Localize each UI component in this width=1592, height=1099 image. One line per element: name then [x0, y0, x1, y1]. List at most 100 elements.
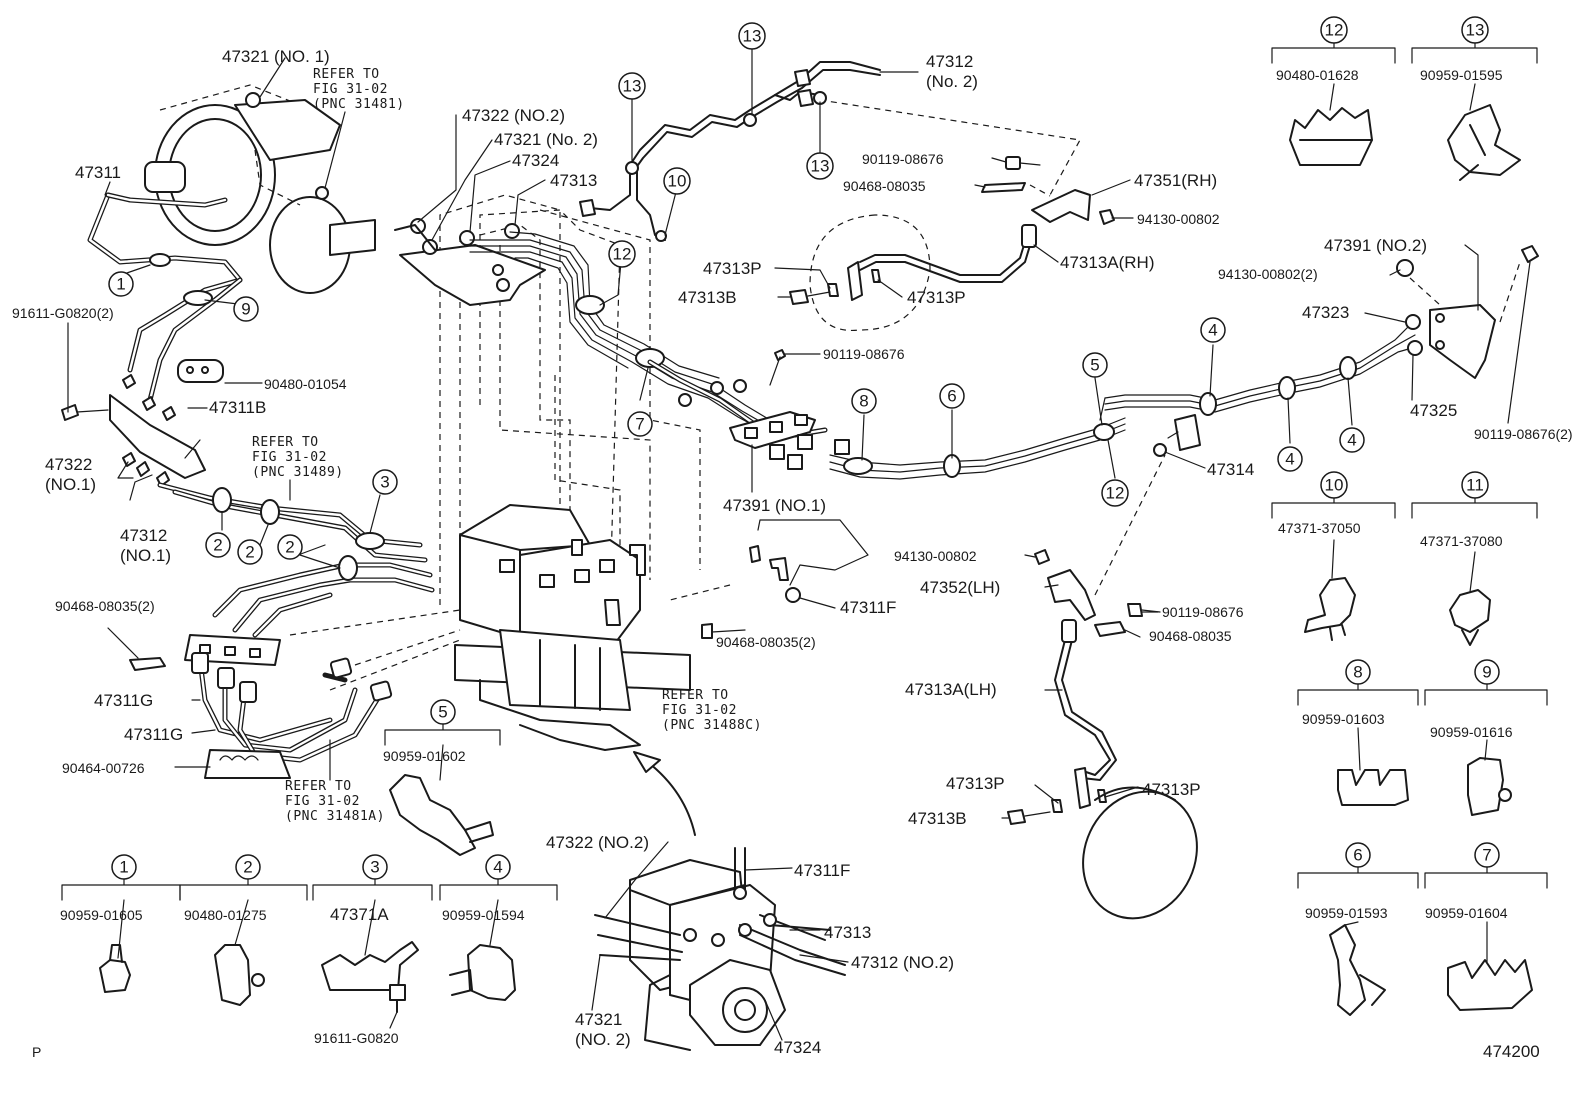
label-l47313b_a: 47313B — [678, 288, 737, 307]
hose-47311g — [191, 652, 393, 781]
label-lref2-2: (PNC 31489) — [252, 465, 344, 480]
label-l90468_08035_2: 90468-08035(2) — [55, 598, 155, 614]
label-l94130_00802_a: 94130-00802 — [1137, 211, 1220, 227]
label-lref1-0: REFER TO — [313, 67, 380, 82]
bracket-47391-no1 — [701, 349, 869, 639]
page-mark: P — [32, 1044, 41, 1060]
bracket-47351-rh — [981, 156, 1115, 225]
callout-c13b: 13 — [738, 22, 766, 50]
lh-hose-47313a — [1007, 619, 1198, 920]
svg-text:8: 8 — [1353, 663, 1362, 682]
svg-text:7: 7 — [635, 415, 644, 434]
svg-text:5: 5 — [1090, 356, 1099, 375]
label-l47311g_a: 47311G — [94, 691, 153, 710]
label-lref4-1: FIG 31-02 — [662, 703, 737, 718]
svg-text:11: 11 — [1466, 476, 1484, 495]
label-lref3-2: (PNC 31481A) — [285, 809, 385, 824]
label-l90119_08676_a: 90119-08676 — [862, 151, 944, 167]
legend-extra-part-number: 91611-G0820 — [314, 1030, 399, 1046]
svg-text:4: 4 — [1347, 431, 1356, 450]
legend-part-number: 90959-01602 — [383, 748, 466, 764]
figure-number: 474200 — [1483, 1042, 1540, 1061]
abs-actuator-lower-view — [594, 847, 846, 1051]
label-l47324: 47324 — [512, 151, 559, 170]
label-l47312n2_b: 47312 (NO.2) — [851, 953, 954, 972]
legend-part-number: 90959-01595 — [1420, 67, 1503, 83]
svg-text:1: 1 — [119, 858, 128, 877]
svg-text:12: 12 — [613, 245, 632, 264]
bracket-upper — [394, 218, 546, 306]
label-l90468_08035_c: 90468-08035 — [1149, 628, 1232, 644]
callout-c1: 1 — [108, 271, 134, 297]
callout-c8: 8 — [851, 388, 877, 414]
svg-text:10: 10 — [1325, 476, 1344, 495]
callout-c4a: 4 — [1200, 317, 1226, 343]
label-l47391n1: 47391 (NO.1) — [723, 496, 826, 515]
label-l47313: 47313 — [550, 171, 597, 190]
legend-part-number: 90959-01616 — [1430, 724, 1513, 740]
brake-booster-drawing — [144, 84, 376, 294]
svg-text:6: 6 — [947, 387, 956, 406]
label-lref1-1: FIG 31-02 — [313, 82, 388, 97]
label-l47313b_b: 47313B — [908, 809, 967, 828]
label-l90468_08035_2b: 90468-08035(2) — [716, 634, 816, 650]
svg-text:10: 10 — [668, 172, 687, 191]
callout-c13a: 13 — [618, 72, 646, 100]
label-lref3-0: REFER TO — [285, 779, 352, 794]
callout-c7: 7 — [627, 411, 653, 437]
legend-part-number: 90959-01594 — [442, 907, 525, 923]
label-l90119_08676_b: 90119-08676 — [823, 346, 905, 362]
label-l47311: 47311 — [75, 163, 121, 182]
callout-c6: 6 — [939, 383, 965, 409]
label-lref2-1: FIG 31-02 — [252, 450, 327, 465]
callout-c12b: 12 — [1101, 479, 1129, 507]
label-l90119_08676_2: 90119-08676(2) — [1474, 426, 1573, 442]
svg-text:4: 4 — [1285, 450, 1294, 469]
bracket-47391-no2 — [1396, 245, 1539, 379]
label-l47313alh: 47313A(LH) — [905, 680, 997, 699]
svg-text:12: 12 — [1106, 484, 1125, 503]
svg-text:13: 13 — [743, 27, 762, 46]
label-lref4-0: REFER TO — [662, 688, 729, 703]
label-l94130_00802_2: 94130-00802(2) — [1218, 266, 1318, 282]
legend-part-number: 47371-37050 — [1278, 520, 1361, 536]
label-l47323: 47323 — [1302, 303, 1349, 322]
label-l47313p_a: 47313P — [703, 259, 762, 278]
svg-text:6: 6 — [1353, 846, 1362, 865]
label-l47313_b: 47313 — [824, 923, 871, 942]
brake-line-47311 — [87, 192, 243, 403]
legend-part-number: 47371-37080 — [1420, 533, 1503, 549]
svg-text:9: 9 — [1482, 663, 1491, 682]
view-arrow — [633, 751, 696, 836]
label-l47322n2_b: 47322 (NO.2) — [546, 833, 649, 852]
callout-c2c: 2 — [277, 534, 303, 560]
label-lref1-2: (PNC 31481) — [313, 97, 405, 112]
label-l47313p_d: 47313P — [1142, 780, 1201, 799]
label-lref2-0: REFER TO — [252, 435, 319, 450]
callout-c2a: 2 — [205, 532, 231, 558]
svg-text:13: 13 — [623, 77, 642, 96]
label-l47312n1-1: (NO.1) — [120, 546, 171, 565]
brake-line-47312-no1 — [157, 482, 435, 638]
legend-part-number: 90959-01593 — [1305, 905, 1388, 921]
svg-text:2: 2 — [213, 536, 222, 555]
label-l47313p_b: 47313P — [907, 288, 966, 307]
label-l47321n2: 47321 (No. 2) — [494, 130, 598, 149]
legend-k6: 6 90959-01593 — [1305, 842, 1388, 921]
callout-c13c: 13 — [806, 152, 834, 180]
svg-text:8: 8 — [859, 392, 868, 411]
label-l47314: 47314 — [1207, 460, 1254, 479]
abs-actuator — [454, 504, 691, 751]
callout-c5: 5 — [1082, 352, 1108, 378]
